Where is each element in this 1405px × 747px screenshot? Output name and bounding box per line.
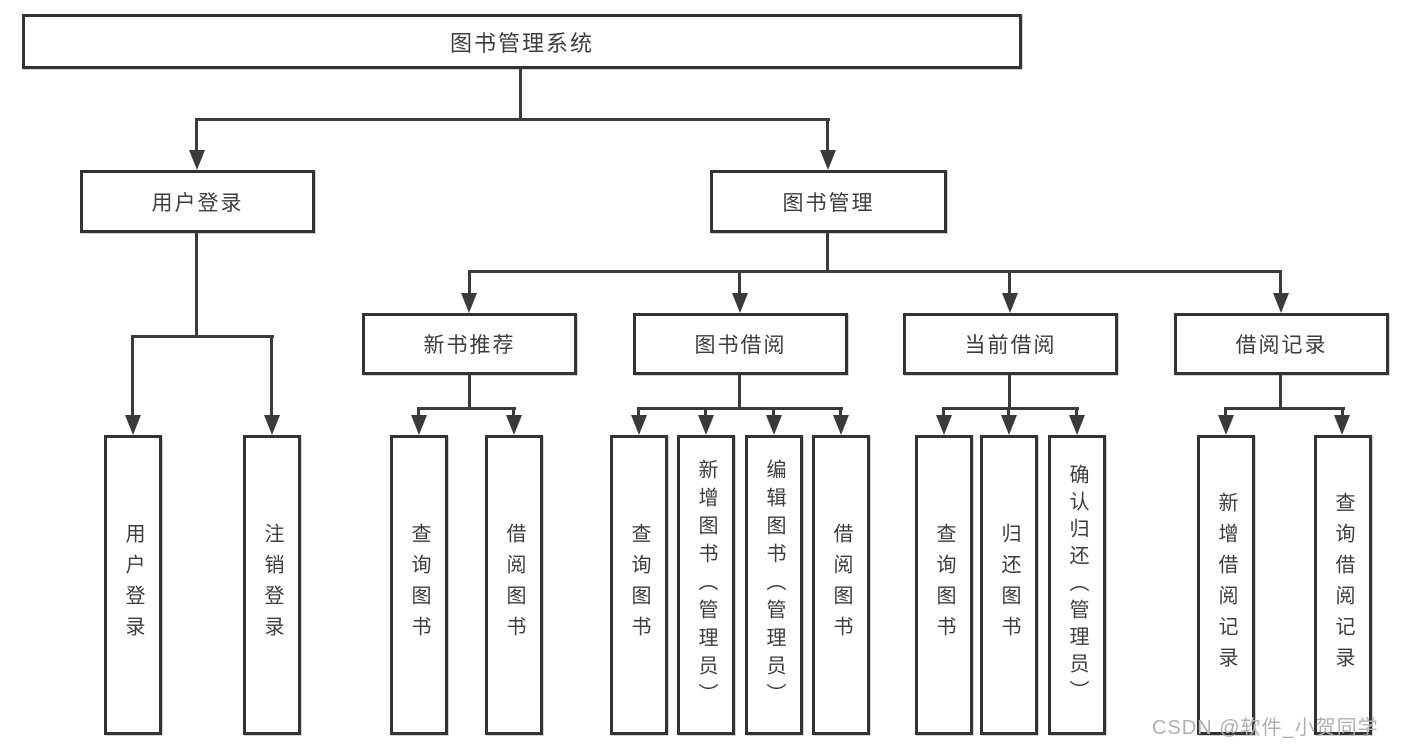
node-cb-confirm-return: 确认归还（管理员） [1048, 435, 1106, 735]
connector-arrow-nbr-query-line [417, 407, 420, 420]
node-cb-query-book-label: 查询图书 [933, 523, 955, 647]
node-current-borrow: 当前借阅 [903, 313, 1118, 375]
node-user-login: 用户登录 [80, 170, 315, 233]
arrowhead-bb-add [698, 415, 714, 435]
connector-arrow-logout-line [270, 335, 273, 418]
arrowhead-cb-return [1001, 415, 1017, 435]
node-nbr-query-book: 查询图书 [390, 435, 448, 735]
node-book-borrow: 图书借阅 [633, 313, 848, 375]
node-br-query-record: 查询借阅记录 [1314, 435, 1372, 735]
connector-nbr-split [417, 407, 516, 410]
connector-arrow-current-borrow-line [1008, 270, 1011, 296]
arrowhead-bb-borrow [833, 415, 849, 435]
node-bb-add-book-label: 新增图书（管理员） [695, 459, 717, 711]
arrowhead-br-query [1334, 415, 1350, 435]
arrowhead-nbr-borrow [506, 415, 522, 435]
node-cb-return-book: 归还图书 [980, 435, 1038, 735]
node-book-mgmt-label: 图书管理 [782, 191, 875, 215]
connector-bb-split [637, 407, 843, 410]
node-current-borrow-label: 当前借阅 [964, 334, 1057, 357]
connector-br-stub [1279, 372, 1282, 410]
node-cb-return-book-label: 归还图书 [998, 523, 1020, 647]
arrowhead-book-borrow [732, 293, 748, 313]
node-nbr-borrow-book-label: 借阅图书 [503, 523, 525, 647]
arrowhead-br-add [1218, 415, 1234, 435]
node-br-query-record-label: 查询借阅记录 [1332, 492, 1354, 678]
node-bb-edit-book-label: 编辑图书（管理员） [763, 459, 785, 711]
connector-root-stub [519, 66, 522, 120]
connector-br-split [1224, 407, 1345, 410]
connector-arrow-book-mgmt-line [826, 118, 829, 153]
node-book-borrow-label: 图书借阅 [694, 334, 787, 357]
node-user-login-label: 用户登录 [151, 191, 244, 215]
node-bb-query-book: 查询图书 [610, 435, 668, 735]
arrowhead-logout [264, 415, 280, 435]
connector-arrow-cb-return-line [1007, 407, 1010, 420]
connector-user-login-split [131, 335, 274, 338]
node-logout-label: 注销登录 [261, 523, 283, 647]
node-login-label: 用户登录 [122, 523, 144, 647]
node-login: 用户登录 [104, 435, 162, 735]
node-cb-query-book: 查询图书 [915, 435, 973, 735]
arrowhead-bb-query [631, 415, 647, 435]
arrowhead-bb-edit [766, 415, 782, 435]
connector-level1-split [195, 118, 830, 121]
connector-arrow-user-login-line [195, 118, 198, 153]
connector-arrow-br-add-line [1224, 407, 1227, 420]
arrowhead-cb-confirm [1069, 415, 1085, 435]
watermark: CSDN @软件_小贺同学 [1152, 717, 1379, 739]
arrowhead-user-login [189, 150, 205, 170]
node-logout: 注销登录 [243, 435, 301, 735]
connector-user-login-stub [195, 230, 198, 338]
connector-arrow-bb-borrow-line [839, 407, 842, 420]
node-bb-borrow-book: 借阅图书 [812, 435, 870, 735]
arrowhead-borrow-records [1273, 293, 1289, 313]
node-book-mgmt: 图书管理 [710, 170, 947, 233]
connector-nbr-stub [468, 372, 471, 410]
connector-cb-stub [1008, 372, 1011, 410]
node-nbr-borrow-book: 借阅图书 [485, 435, 543, 735]
connector-arrow-borrow-records-line [1279, 270, 1282, 296]
connector-arrow-book-borrow-line [738, 270, 741, 296]
node-borrow-records-label: 借阅记录 [1235, 334, 1328, 357]
connector-arrow-cb-confirm-line [1075, 407, 1078, 420]
connector-arrow-login-line [131, 335, 134, 418]
arrowhead-new-book-rec [461, 293, 477, 313]
connector-arrow-cb-query-line [942, 407, 945, 420]
node-cb-confirm-return-label: 确认归还（管理员） [1066, 463, 1088, 707]
connector-arrow-bb-query-line [637, 407, 640, 420]
node-bb-add-book: 新增图书（管理员） [677, 435, 735, 735]
node-root-label: 图书管理系统 [449, 30, 594, 56]
node-bb-borrow-book-label: 借阅图书 [830, 523, 852, 647]
node-br-add-record: 新增借阅记录 [1197, 435, 1255, 735]
node-br-add-record-label: 新增借阅记录 [1215, 492, 1237, 678]
arrowhead-current-borrow [1002, 293, 1018, 313]
connector-arrow-bb-add-line [704, 407, 707, 420]
connector-bb-stub [738, 372, 741, 410]
node-root: 图书管理系统 [22, 14, 1022, 69]
arrowhead-login [125, 415, 141, 435]
node-new-book-rec-label: 新书推荐 [423, 334, 516, 357]
connector-book-mgmt-stub [826, 230, 829, 272]
node-new-book-rec: 新书推荐 [362, 313, 577, 375]
connector-arrow-bb-edit-line [772, 407, 775, 420]
connector-book-mgmt-split [468, 270, 1282, 273]
connector-arrow-new-book-rec-line [468, 270, 471, 296]
connector-cb-split [942, 407, 1079, 410]
node-bb-query-book-label: 查询图书 [628, 523, 650, 647]
node-borrow-records: 借阅记录 [1174, 313, 1389, 375]
arrowhead-book-mgmt [820, 150, 836, 170]
connector-arrow-br-query-line [1341, 407, 1344, 420]
arrowhead-cb-query [936, 415, 952, 435]
arrowhead-nbr-query [411, 415, 427, 435]
node-bb-edit-book: 编辑图书（管理员） [745, 435, 803, 735]
node-nbr-query-book-label: 查询图书 [408, 523, 430, 647]
connector-arrow-nbr-borrow-line [512, 407, 515, 420]
